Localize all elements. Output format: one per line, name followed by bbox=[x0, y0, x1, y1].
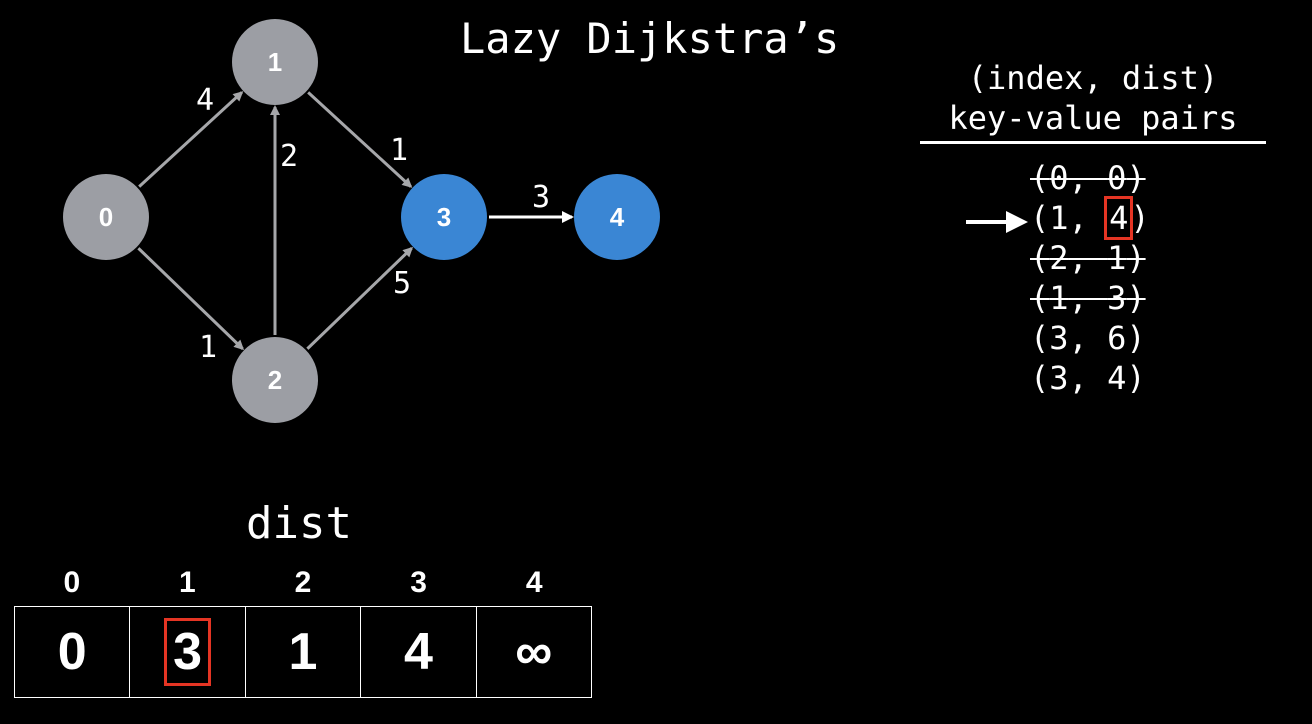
page-title: Lazy Dijkstra’s bbox=[460, 14, 840, 63]
node-circle bbox=[574, 174, 660, 260]
graph-node-3: 3 bbox=[401, 174, 487, 260]
dist-value: 3 bbox=[164, 618, 212, 686]
edge-weight-3-4: 3 bbox=[532, 180, 550, 215]
node-label: 4 bbox=[610, 202, 625, 232]
graph-node-4: 4 bbox=[574, 174, 660, 260]
node-label: 2 bbox=[268, 365, 282, 395]
node-label: 3 bbox=[437, 202, 451, 232]
dist-index-label: 0 bbox=[63, 566, 81, 599]
pq-header-divider bbox=[920, 141, 1266, 144]
pq-list: (0, 0)(1, 4)(2, 1)(1, 3)(3, 6)(3, 4) bbox=[1030, 158, 1150, 398]
edge-1-3 bbox=[307, 91, 413, 188]
dist-value: 0 bbox=[57, 623, 87, 681]
node-circle bbox=[232, 337, 318, 423]
dist-value: 1 bbox=[288, 623, 318, 681]
pq-entry: (1, 4) bbox=[1030, 196, 1150, 240]
pq-entry-index: 3 bbox=[1049, 319, 1069, 357]
dist-cell: ∞ bbox=[477, 607, 591, 697]
dist-index-label: 1 bbox=[179, 566, 196, 599]
dist-index-row: 0 1 2 3 4 bbox=[14, 566, 592, 600]
nodes-layer: 0 1 2 3 4 bbox=[63, 19, 660, 423]
pq-header-line2: key-value pairs bbox=[948, 99, 1238, 137]
pq-pointer-arrow-icon bbox=[966, 211, 1028, 233]
node-circle bbox=[63, 174, 149, 260]
edge-weight-0-1: 4 bbox=[196, 83, 214, 118]
edge-weight-0-2: 1 bbox=[199, 330, 217, 365]
edge-weight-2-3: 5 bbox=[393, 266, 411, 301]
pq-entry-index: 1 bbox=[1049, 199, 1069, 237]
graph-node-1: 1 bbox=[232, 19, 318, 105]
edge-0-2 bbox=[137, 247, 245, 351]
pq-header: (index, dist) key-value pairs bbox=[920, 58, 1266, 138]
pq-entry-dist: 0 bbox=[1107, 159, 1127, 197]
pq-entry-index: 0 bbox=[1049, 159, 1069, 197]
graph-node-0: 0 bbox=[63, 174, 149, 260]
node-label: 0 bbox=[99, 202, 113, 232]
dist-cell: 3 bbox=[130, 607, 246, 697]
pq-entry-dist: 4 bbox=[1104, 196, 1134, 240]
edge-weight-1-3: 1 bbox=[390, 133, 408, 168]
dist-value: ∞ bbox=[515, 623, 553, 681]
dist-array: 0 3 1 4 ∞ bbox=[14, 606, 592, 698]
pq-entry: (3, 6) bbox=[1030, 319, 1146, 357]
graph-node-2: 2 bbox=[232, 337, 318, 423]
edge-2-3 bbox=[306, 246, 414, 350]
pq-header-line1: (index, dist) bbox=[967, 59, 1219, 97]
dist-cell: 4 bbox=[361, 607, 477, 697]
pq-entry-index: 3 bbox=[1049, 359, 1069, 397]
dist-title: dist bbox=[246, 498, 352, 549]
dist-index-label: 3 bbox=[410, 566, 427, 599]
dist-index-label: 4 bbox=[525, 566, 543, 599]
pq-entry: (0, 0) bbox=[1030, 159, 1146, 197]
pq-entry-dist: 4 bbox=[1107, 359, 1127, 397]
dist-value: 4 bbox=[403, 623, 433, 681]
pq-entry-dist: 1 bbox=[1107, 239, 1127, 277]
pq-entry: (3, 4) bbox=[1030, 359, 1146, 397]
pq-entry-dist: 6 bbox=[1107, 319, 1127, 357]
pq-entry-index: 2 bbox=[1049, 239, 1069, 277]
node-circle bbox=[401, 174, 487, 260]
dist-cell: 0 bbox=[15, 607, 131, 697]
pq-entry: (2, 1) bbox=[1030, 239, 1146, 277]
node-circle bbox=[232, 19, 318, 105]
dist-cell: 1 bbox=[246, 607, 362, 697]
edge-0-1 bbox=[138, 91, 244, 188]
edge-weight-2-1: 2 bbox=[280, 139, 298, 174]
pq-entry-dist: 3 bbox=[1107, 279, 1127, 317]
node-label: 1 bbox=[268, 47, 282, 77]
edges-layer: 4 1 2 1 5 3 bbox=[137, 83, 574, 365]
pq-entry-index: 1 bbox=[1049, 279, 1069, 317]
pq-entry: (1, 3) bbox=[1030, 279, 1146, 317]
dist-index-label: 2 bbox=[294, 566, 312, 599]
